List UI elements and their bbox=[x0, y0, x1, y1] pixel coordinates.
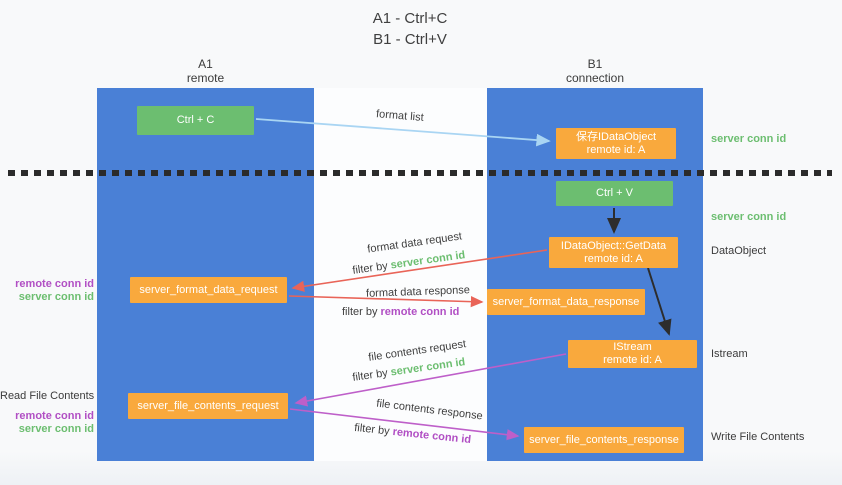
server-file-contents-request-box: server_file_contents_request bbox=[128, 393, 288, 419]
title-line-2: B1 - Ctrl+V bbox=[373, 31, 447, 48]
file-contents-response-arrow bbox=[289, 408, 520, 441]
ctrl-c-label: Ctrl + C bbox=[176, 114, 215, 126]
istream-box: IStream remote id: A bbox=[568, 340, 697, 368]
server-format-data-response-label: server_format_data_response bbox=[492, 295, 640, 308]
server-file-contents-request-label: server_file_contents_request bbox=[137, 399, 279, 412]
ctrl-v-label: Ctrl + V bbox=[596, 187, 633, 199]
server-file-contents-response-label: server_file_contents_response bbox=[529, 433, 679, 446]
getdata-to-istream-arrow bbox=[647, 267, 672, 336]
format-response-filter-label: filter by remote conn id bbox=[342, 306, 459, 318]
server-format-data-request-label: server_format_data_request bbox=[139, 283, 278, 296]
right-server-conn-id-mid-label: server conn id bbox=[711, 211, 787, 223]
left-format-remote-conn-id-label: remote conn id bbox=[15, 278, 94, 290]
istream-line1: IStream bbox=[613, 341, 652, 353]
column-b1-subtitle: connection bbox=[565, 71, 625, 85]
getdata-line2: remote id: A bbox=[584, 252, 643, 265]
server-file-contents-response-box: server_file_contents_response bbox=[524, 427, 684, 453]
format-list-arrow bbox=[255, 118, 551, 147]
column-a1-header: A1 remote bbox=[97, 57, 314, 85]
left-format-server-conn-id-label: server conn id bbox=[18, 291, 94, 303]
filter-by-text: filter by bbox=[342, 306, 381, 318]
title-line-1: A1 - Ctrl+C bbox=[372, 10, 448, 27]
remote-conn-id-text: remote conn id bbox=[380, 306, 460, 318]
save-idataobject-box: 保存IDataObject remote id: A bbox=[556, 128, 676, 159]
column-a1-name: A1 bbox=[198, 57, 213, 71]
column-b1-name: B1 bbox=[587, 57, 603, 71]
left-file-remote-conn-id-label: remote conn id bbox=[15, 410, 94, 422]
column-a1-subtitle: remote bbox=[186, 71, 225, 85]
write-file-contents-label: Write File Contents bbox=[711, 431, 805, 443]
middle-panel bbox=[314, 88, 487, 461]
istream-line2: remote id: A bbox=[603, 354, 662, 366]
phase-divider-dashed-line bbox=[8, 170, 832, 176]
server-format-data-response-box: server_format_data_response bbox=[487, 289, 645, 315]
ctrl-c-box: Ctrl + C bbox=[137, 106, 254, 135]
istream-side-label: Istream bbox=[711, 348, 748, 360]
getdata-line1: IDataObject::GetData bbox=[560, 239, 667, 252]
save-idataobject-line1: 保存IDataObject bbox=[575, 130, 657, 143]
left-file-server-conn-id-label: server conn id bbox=[18, 423, 94, 435]
diagram-title: A1 - Ctrl+C B1 - Ctrl+V bbox=[290, 8, 530, 50]
dataobject-label: DataObject bbox=[711, 245, 767, 257]
save-idataobject-line2: remote id: A bbox=[586, 143, 646, 156]
ctrl-v-box: Ctrl + V bbox=[556, 181, 673, 206]
idataobject-getdata-box: IDataObject::GetData remote id: A bbox=[549, 237, 678, 268]
read-file-contents-label: Read File Contents bbox=[0, 390, 95, 402]
column-b1-header: B1 connection bbox=[487, 57, 703, 85]
server-format-data-request-box: server_format_data_request bbox=[130, 277, 287, 303]
right-server-conn-id-top-label: server conn id bbox=[711, 133, 787, 145]
format-data-response-arrow bbox=[288, 295, 484, 308]
file-contents-request-arrow bbox=[294, 353, 567, 407]
format-data-request-arrow bbox=[291, 249, 548, 292]
